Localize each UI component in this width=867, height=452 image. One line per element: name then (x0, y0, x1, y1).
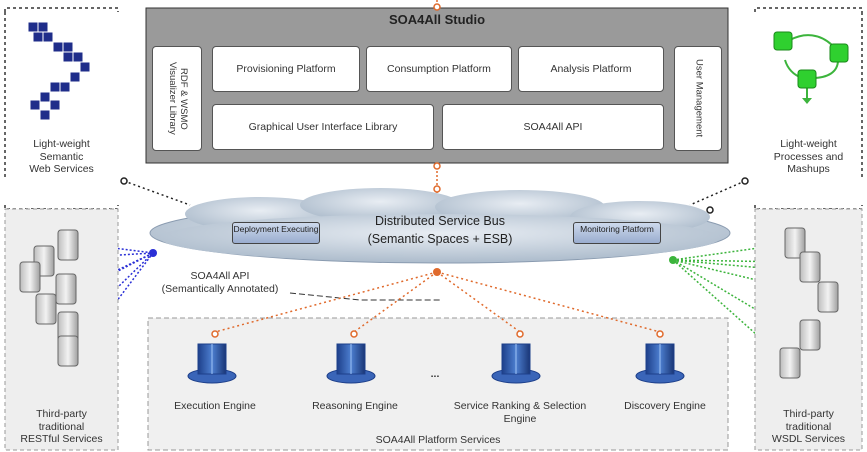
semantic-services-label: Light-weight Semantic Web Services (29, 138, 94, 176)
deployment-box: Deployment Executing (232, 222, 320, 244)
execution-engine-label: Execution Engine (174, 400, 256, 412)
soa4all-api-box: SOA4All API (442, 104, 664, 150)
platform-services-title: SOA4All Platform Services (375, 434, 501, 446)
bus-title: Distributed Service Bus (375, 214, 505, 228)
monitoring-box: Monitoring Platform (573, 222, 661, 244)
wsdl-services-label: Third-party traditional WSDL Services (771, 408, 846, 446)
analysis-platform-box: Analysis Platform (518, 46, 664, 92)
restful-services-label: Third-party traditional RESTful Services (20, 408, 103, 446)
gui-library-box: Graphical User Interface Library (212, 104, 434, 150)
ranking-selection-engine-label: Service Ranking & Selection Engine (453, 400, 587, 425)
platform-panel (147, 317, 729, 451)
restful-servers-icon (19, 229, 79, 367)
processes-mashups-label: Light-weight Processes and Mashups (773, 138, 844, 176)
process-icon (773, 31, 849, 104)
semantic-services-icon (27, 21, 91, 121)
studio-title: SOA4All Studio (388, 12, 486, 27)
engine-icons (187, 343, 685, 384)
api-annotation-label: SOA4All API (Semantically Annotated) (161, 270, 279, 295)
engines-ellipsis: ... (430, 368, 440, 380)
consumption-platform-box: Consumption Platform (366, 46, 512, 92)
visualizer-library-box: RDF & WSMO Visualizer Library (152, 46, 202, 151)
discovery-engine-label: Discovery Engine (624, 400, 706, 412)
bus-subtitle: (Semantic Spaces + ESB) (367, 232, 513, 246)
provisioning-platform-box: Provisioning Platform (212, 46, 360, 92)
user-management-box: User Management (674, 46, 722, 151)
wsdl-servers-icon (779, 227, 839, 379)
reasoning-engine-label: Reasoning Engine (312, 400, 398, 412)
